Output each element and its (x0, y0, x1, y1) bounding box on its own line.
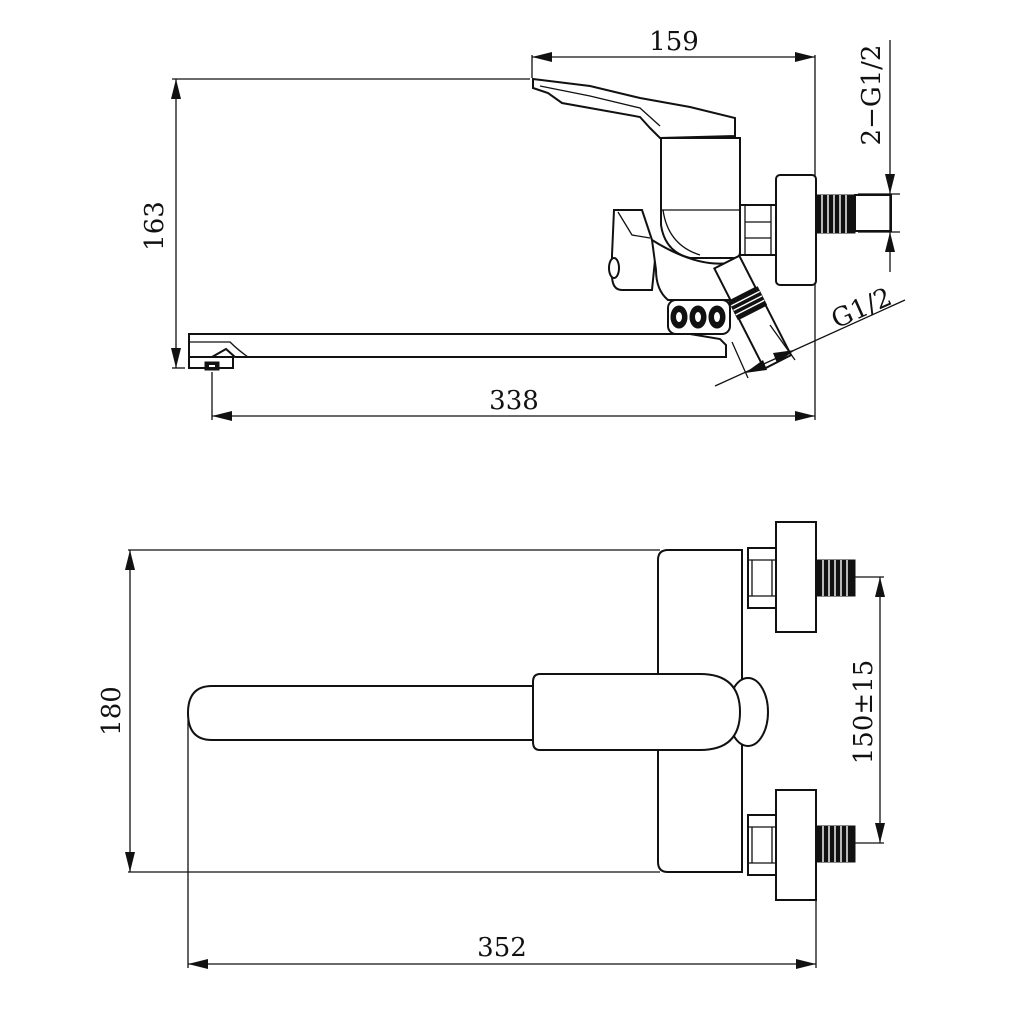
dim-label-352: 352 (477, 933, 527, 963)
arrow-352-left (188, 959, 208, 969)
thread-lines-side (821, 195, 847, 233)
thread-lines-plan-bottom (822, 826, 848, 862)
arrow-180-bottom (125, 852, 135, 872)
collar-ring-1-inner (674, 310, 684, 324)
arrow-180-top (125, 550, 135, 570)
dim-label-180: 180 (97, 686, 127, 736)
arrow-150-top (875, 577, 885, 597)
thread-connector-side (816, 194, 856, 234)
collar-ring-2-inner (693, 310, 703, 324)
valve-body-curve (662, 209, 701, 256)
spout-tip-edge (189, 341, 249, 358)
dim-label-159: 159 (649, 27, 699, 57)
arrow-thread-bottom (885, 232, 895, 252)
lever-handle-edge (539, 85, 661, 127)
dim-line-g1-2 (714, 299, 906, 387)
hex-nut-plan-top (747, 547, 777, 609)
hex-nut-side (739, 204, 777, 256)
arrow-150-bottom (875, 823, 885, 843)
plan-view: 180 352 150±15 (97, 521, 885, 969)
ext-line-g1-2-b (769, 324, 796, 361)
valve-body (660, 137, 741, 259)
dim-label-g1-2: G1/2 (827, 282, 896, 335)
dim-label-163: 163 (140, 201, 170, 251)
wall-flange-plan-top (775, 521, 817, 633)
arrow-thread-top (885, 174, 895, 194)
arrow-159-right (795, 52, 815, 62)
spout (188, 333, 727, 358)
diverter-knob (611, 209, 658, 291)
arrow-159-left (532, 52, 552, 62)
arrow-163-top (171, 79, 181, 99)
wall-flange-plan-bottom (775, 789, 817, 901)
arrow-338-right (795, 411, 815, 421)
arrow-g1-2-left (745, 360, 767, 373)
diverter-knob-cap (608, 257, 620, 279)
thread-lines-plan-top (822, 560, 848, 596)
spout-plan (186, 685, 541, 741)
angled-pipe (737, 303, 793, 371)
arrow-163-bottom (171, 348, 181, 368)
ext-line-g1-2-a (731, 341, 749, 379)
collar-ring-3-inner (712, 310, 722, 324)
dim-label-2-g1-2: 2−G1/2 (857, 45, 887, 146)
side-view: 159 163 338 (140, 27, 906, 421)
lever-handle (532, 77, 736, 140)
wall-flange-side (775, 174, 817, 286)
thread-pipe-side (854, 194, 892, 232)
arrow-352-right (796, 959, 816, 969)
dim-label-338: 338 (489, 386, 539, 416)
dim-label-150-15: 150±15 (849, 660, 879, 765)
arrow-338-left (212, 411, 232, 421)
diverter-knob-edge (617, 211, 651, 239)
aerator-outlet-inner (207, 363, 217, 369)
lever-plan (532, 673, 742, 751)
